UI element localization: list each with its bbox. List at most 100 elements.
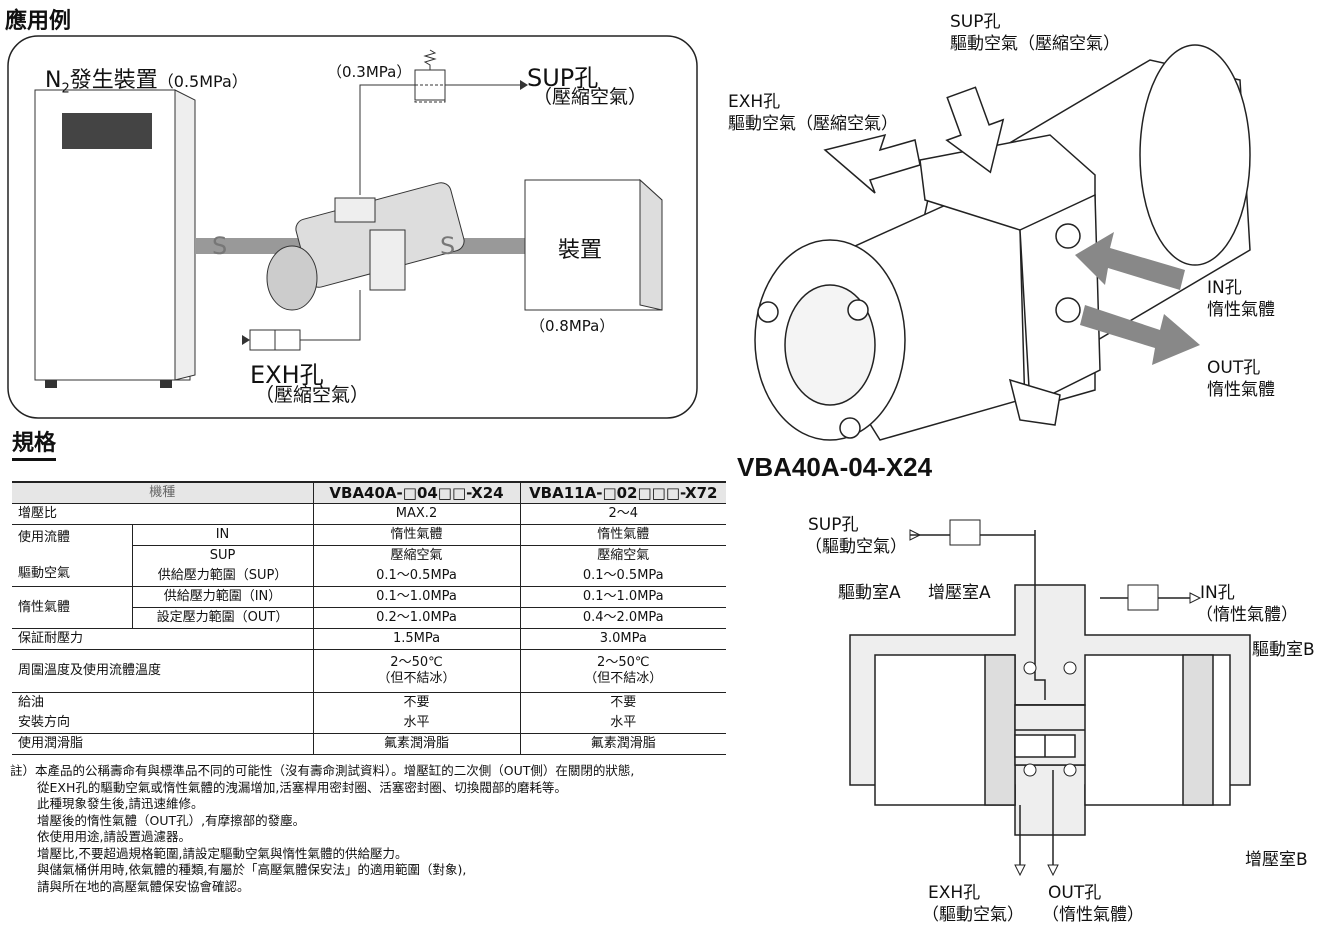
cell-line: 2～50℃ [390, 655, 443, 670]
note-line: 與儲氣桶併用時,依氣體的種類,有屬於「高壓氣體保安法」的適用範圍（對象), [37, 862, 467, 877]
row-label: SUP [131, 545, 314, 566]
header-vba40a: VBA40A-□04□□-X24 [312, 481, 521, 504]
note-line: 依使用用途,請設置過濾器。 [37, 829, 191, 844]
spec-table: 機種 VBA40A-□04□□-X24 VBA11A-□02□□□-X72 增壓… [12, 481, 727, 755]
schem-out-port: OUT孔 [1048, 883, 1102, 903]
header-model: 機種 [12, 481, 314, 504]
illus-sup-fluid: 驅動空氣（壓縮空氣） [950, 34, 1120, 54]
cell: 0.1～0.5MPa [519, 566, 727, 587]
note-line: 此種現象發生後,請迅速維修。 [37, 796, 204, 811]
note-line: 請與所在地的高壓氣體保安協會確認。 [37, 878, 250, 894]
cell: 不要 [519, 692, 727, 713]
n2-generator-label: N2發生裝置（0.5MPa） [45, 62, 248, 96]
cell: 壓縮空氣 [312, 545, 521, 566]
schem-exh-port: EXH孔 [928, 883, 981, 903]
table-row: 給油 不要不要 [12, 692, 727, 713]
cell: 1.5MPa [312, 628, 521, 650]
boost-chamber-b: 增壓室B [1245, 850, 1308, 870]
boost-chamber-a: 增壓室A [928, 583, 991, 603]
cell: 氟素潤滑脂 [312, 733, 521, 755]
cell: 惰性氣體 [519, 524, 727, 546]
cell: 水平 [519, 713, 727, 734]
illus-exh-fluid: 驅動空氣（壓縮空氣） [728, 114, 898, 134]
cell: 0.1～1.0MPa [519, 586, 727, 608]
device-pressure: （0.8MPa） [530, 317, 615, 335]
regulator-pressure: （0.3MPa） [327, 63, 412, 81]
booster-icon [266, 182, 465, 311]
cell: 0.2～1.0MPa [312, 607, 521, 629]
cell-line: （但不結冰） [584, 671, 663, 686]
note-line: 從EXH孔的驅動空氣或惰性氣體的洩漏增加,活塞桿用密封圈、活塞密封圈、切換閥部的… [37, 779, 567, 795]
row-label: 使用潤滑脂 [12, 733, 314, 755]
row-label: 設定壓力範圍（OUT） [131, 607, 314, 629]
row-label: 安裝方向 [12, 713, 314, 734]
table-row: 安裝方向水平水平 [12, 713, 727, 734]
row-label: 供給壓力範圍（IN） [131, 586, 314, 608]
row-label: 增壓比 [12, 503, 314, 525]
application-example-title: 應用例 [5, 9, 72, 34]
spec-title: 規格 [12, 425, 57, 461]
notes: 註）本產品的公稱壽命有與標準品不同的可能性（沒有壽命測試資料）。增壓缸的二次側（… [10, 763, 752, 895]
cell: 0.1～1.0MPa [312, 586, 521, 608]
cell: 3.0MPa [519, 628, 727, 650]
illus-in-fluid: 惰性氣體 [1207, 300, 1275, 320]
cell: 氟素潤滑脂 [519, 733, 727, 755]
schem-sup-fluid: （驅動空氣） [805, 537, 907, 557]
sup-port-label: SUP孔 [527, 64, 599, 92]
table-header: 機種 VBA40A-□04□□-X24 VBA11A-□02□□□-X72 [12, 481, 727, 504]
illus-out-fluid: 惰性氣體 [1207, 380, 1275, 400]
fluid-group-cell: 使用流體驅動空氣 [12, 524, 132, 587]
cell: 2～50℃（但不結冰） [519, 649, 727, 693]
n2-pressure: （0.5MPa） [157, 72, 248, 91]
hose-mark: S [440, 232, 456, 260]
cell: 0.1～0.5MPa [312, 566, 521, 587]
cell: 2～50℃（但不結冰） [312, 649, 521, 693]
note-line: 增壓比,不要超過規格範圍,請設定驅動空氣與惰性氣體的供給壓力。 [37, 845, 408, 861]
exh-port-label: EXH孔 [250, 361, 324, 389]
schem-exh-fluid: （驅動空氣） [922, 905, 1024, 925]
illus-out-port: OUT孔 [1207, 358, 1261, 378]
hose-mark: S [212, 232, 228, 260]
cell: 不要 [312, 692, 521, 713]
note-line: 註）本產品的公稱壽命有與標準品不同的可能性（沒有壽命測試資料）。增壓缸的二次側（… [10, 763, 635, 778]
row-label: 給油 [18, 695, 45, 710]
table-row: 使用潤滑脂氟素潤滑脂氟素潤滑脂 [12, 733, 727, 755]
n2-text: N [45, 68, 62, 93]
cell: 0.4～2.0MPa [519, 607, 727, 629]
row-label: IN [131, 524, 314, 546]
sup-fluid-label: （壓縮空氣） [533, 86, 648, 108]
n2-subscript: 2 [61, 81, 70, 97]
row-label: 供給壓力範圍（SUP） [131, 566, 314, 587]
cell: 壓縮空氣 [519, 545, 727, 566]
illus-exh-port: EXH孔 [728, 92, 781, 112]
header-vba11a: VBA11A-□02□□□-X72 [519, 481, 727, 504]
group-label: 驅動空氣 [18, 565, 71, 581]
exh-fluid-label: （壓縮空氣） [255, 384, 370, 406]
cell: 水平 [312, 713, 521, 734]
illus-sup-port: SUP孔 [950, 12, 1001, 32]
schem-in-fluid: （惰性氣體） [1196, 605, 1298, 625]
drive-chamber-a: 驅動室A [838, 583, 901, 603]
note-line: 增壓後的惰性氣體（OUT孔）,有摩擦部的發塵。 [37, 812, 306, 828]
cell-line: 2～50℃ [597, 655, 650, 670]
cell: 惰性氣體 [312, 524, 521, 546]
cell-line: （但不結冰） [377, 671, 456, 686]
group-label: 惰性氣體 [12, 586, 132, 629]
model-title: VBA40A-04-X24 [737, 452, 933, 482]
n2-rest: 發生裝置 [69, 68, 158, 93]
device-label: 裝置 [558, 238, 603, 263]
schem-sup-port: SUP孔 [808, 515, 859, 535]
row-label: 保証耐壓力 [12, 628, 314, 650]
row-label: 周圍溫度及使用流體溫度 [12, 649, 314, 693]
schem-in-port: IN孔 [1200, 583, 1235, 603]
